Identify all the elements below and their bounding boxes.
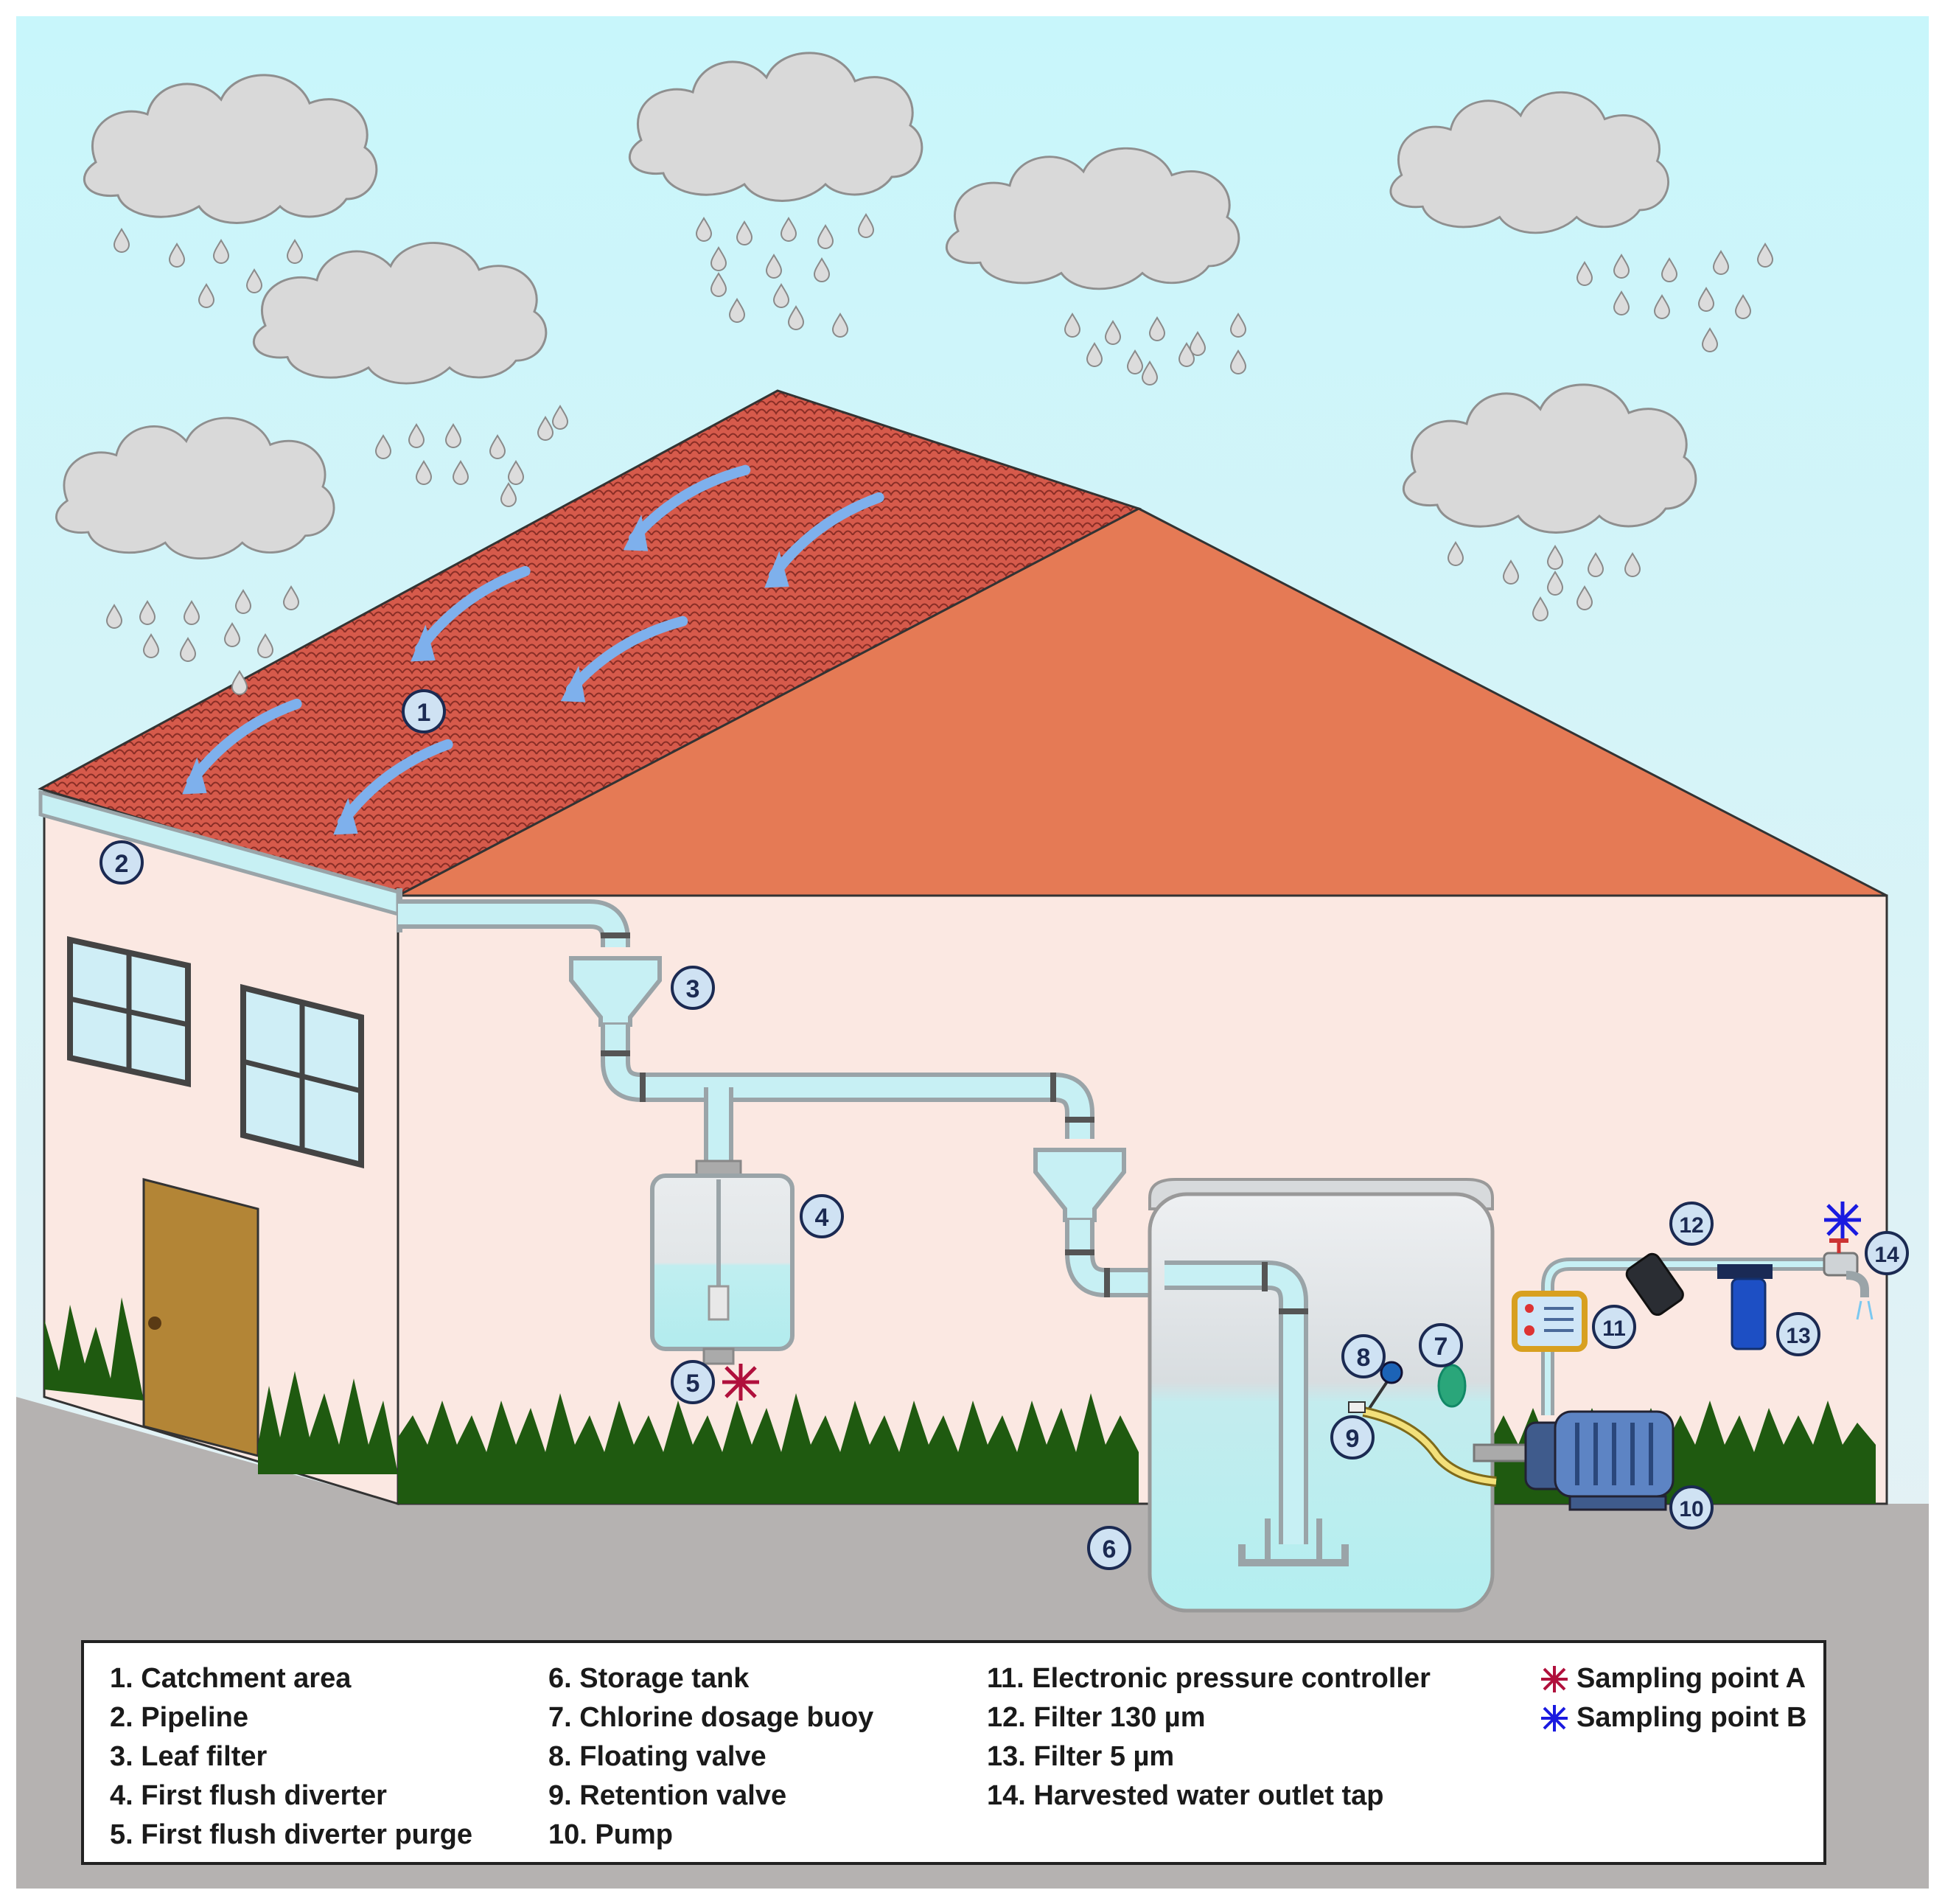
sampling-star-icon <box>1824 1202 1861 1238</box>
callout-7: 7 <box>1434 1333 1448 1361</box>
callout-14: 14 <box>1874 1243 1899 1267</box>
legend-item: 3. Leaf filter <box>110 1741 268 1772</box>
callout-1: 1 <box>417 699 431 727</box>
legend-col-2: 6. Storage tank 7. Chlorine dosage buoy … <box>548 1659 873 1855</box>
legend-col-4: Sampling point A Sampling point B <box>1540 1659 1806 1737</box>
pipe-icon <box>398 899 630 947</box>
sampling-label: Sampling point B <box>1576 1702 1807 1733</box>
legend-item: 11. Electronic pressure controller <box>987 1663 1431 1694</box>
sampling-star-icon <box>1541 1665 1568 1692</box>
tap-icon <box>1823 1238 1874 1320</box>
filter-icon <box>1625 1252 1684 1317</box>
callout-6: 6 <box>1103 1535 1117 1563</box>
legend-col-1: 1. Catchment area 2. Pipeline 3. Leaf fi… <box>110 1659 472 1855</box>
pressure-controller-icon <box>1512 1291 1588 1352</box>
callout-13: 13 <box>1786 1324 1810 1348</box>
legend-sampling-a: Sampling point A <box>1540 1659 1806 1698</box>
legend-item: 5. First flush diverter purge <box>110 1819 472 1850</box>
callout-10: 10 <box>1679 1497 1703 1521</box>
legend-item: 7. Chlorine dosage buoy <box>548 1702 874 1733</box>
legend-item: 12. Filter 130 µm <box>987 1702 1206 1733</box>
callout-9: 9 <box>1346 1425 1360 1453</box>
callout-8: 8 <box>1357 1344 1371 1372</box>
pump-icon <box>1473 1410 1675 1511</box>
callout-4: 4 <box>815 1204 829 1232</box>
legend-item: 8. Floating valve <box>548 1741 767 1772</box>
legend-item: 1. Catchment area <box>110 1663 352 1694</box>
legend-item: 2. Pipeline <box>110 1702 248 1733</box>
window-icon <box>240 983 364 1169</box>
legend-sampling-b: Sampling point B <box>1540 1698 1806 1737</box>
callout-12: 12 <box>1679 1213 1703 1238</box>
pipe-icon <box>601 1025 1094 1168</box>
callout-5: 5 <box>686 1370 700 1398</box>
window-icon <box>67 936 191 1087</box>
sampling-label: Sampling point A <box>1576 1663 1806 1694</box>
legend-item: 6. Storage tank <box>548 1663 750 1694</box>
callouts: 1 2 3 4 5 6 7 8 9 10 11 12 13 14 <box>99 689 1909 1570</box>
legend-item: 9. Retention valve <box>548 1780 787 1811</box>
callout-11: 11 <box>1602 1317 1626 1341</box>
legend-item: 4. First flush diverter <box>110 1780 387 1811</box>
callout-2: 2 <box>115 850 129 878</box>
legend-col-3: 11. Electronic pressure controller 12. F… <box>987 1659 1431 1816</box>
door-icon <box>142 1178 259 1457</box>
storage-tank-icon <box>1148 1178 1497 1613</box>
filter-icon <box>1717 1264 1773 1350</box>
legend-item: 14. Harvested water outlet tap <box>987 1780 1384 1811</box>
sampling-star-icon <box>722 1364 759 1401</box>
pipe-icon <box>1541 1258 1850 1415</box>
legend: 1. Catchment area 2. Pipeline 3. Leaf fi… <box>81 1640 1826 1865</box>
legend-item: 13. Filter 5 µm <box>987 1741 1175 1772</box>
callout-3: 3 <box>686 975 700 1003</box>
legend-item: 10. Pump <box>548 1819 673 1850</box>
sampling-star-icon <box>1541 1704 1568 1732</box>
diverter-tank-icon <box>650 1160 795 1365</box>
